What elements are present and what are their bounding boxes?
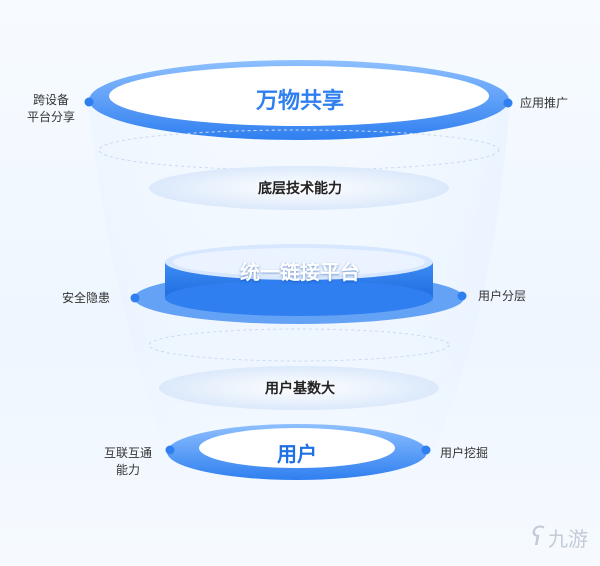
watermark-logo: ʕ 九游 <box>531 522 588 552</box>
dot-center-left <box>130 293 140 303</box>
top-ring-inner <box>109 66 489 126</box>
label-top-right: 应用推广 <box>520 96 569 110</box>
dot-bottom-left <box>165 445 175 455</box>
platform-bottom-rim <box>165 280 433 316</box>
center-title: 统一链接平台 <box>240 260 360 284</box>
bottom-ring-inner <box>199 428 395 468</box>
label-bottom-left-line2: 能力 <box>115 463 140 478</box>
label-top-left: 跨设备 平台分享 <box>22 92 80 127</box>
watermark-text: 九游 <box>548 526 588 551</box>
platform-top-inner <box>173 248 425 276</box>
lower-label: 用户基数大 <box>265 381 335 397</box>
label-top-left-line2: 平台分享 <box>26 110 75 125</box>
dashed-guide-1 <box>98 129 500 171</box>
dot-center-right <box>457 291 467 301</box>
label-bottom-left-line1: 互联互通 <box>103 446 152 460</box>
label-top-left-line1: 跨设备 <box>32 93 69 107</box>
watermark-mark: ʕ <box>530 522 544 552</box>
dot-top-left <box>84 97 94 107</box>
label-bottom-right: 用户挖掘 <box>440 446 489 460</box>
lower-disc <box>159 366 439 410</box>
dot-bottom-right <box>421 445 431 455</box>
mid-disc <box>149 166 449 210</box>
dashed-guide-2 <box>148 328 450 362</box>
bottom-title: 用户 <box>277 442 317 466</box>
dot-top-right <box>503 98 513 108</box>
label-bottom-left: 互联互通 能力 <box>98 445 158 480</box>
label-center-right: 用户分层 <box>478 289 527 303</box>
top-title: 万物共享 <box>255 89 344 114</box>
mid-label: 底层技术能力 <box>258 181 342 197</box>
label-center-left: 安全隐患 <box>62 291 111 305</box>
